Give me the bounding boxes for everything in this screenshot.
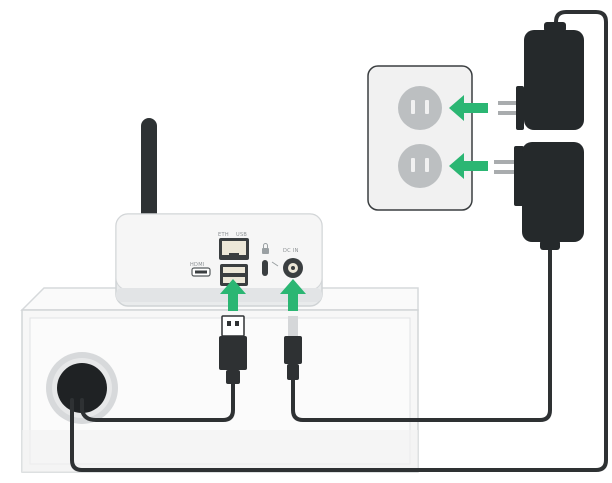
usb-cable [80, 315, 247, 422]
arrow-left-icon [449, 95, 488, 121]
power-adapter-bottom [494, 142, 584, 250]
wall-outlet [367, 65, 473, 211]
arrow-up-icon [280, 279, 306, 311]
hub-device: HDMI ETH USB DC IN [115, 213, 323, 307]
hdmi-port: HDMI [190, 262, 211, 277]
hdmi-label: HDMI [190, 262, 205, 268]
usb-port: USB [220, 232, 248, 286]
power-adapter-top [498, 22, 584, 130]
power-cable [284, 248, 552, 422]
usb-label: USB [236, 232, 247, 238]
lock-icon [262, 243, 269, 254]
reset-switch [262, 260, 268, 276]
adapter-cable [70, 10, 608, 472]
socket-bottom [398, 144, 442, 188]
ethernet-port: ETH [218, 232, 249, 260]
arrow-left-icon [449, 153, 488, 179]
dc-in-port: DC IN [283, 248, 303, 278]
socket-top [398, 86, 442, 130]
eth-label: ETH [218, 232, 229, 238]
arrow-up-icon [220, 279, 246, 311]
dc-in-label: DC IN [283, 248, 299, 254]
cable-grommet [46, 352, 118, 424]
